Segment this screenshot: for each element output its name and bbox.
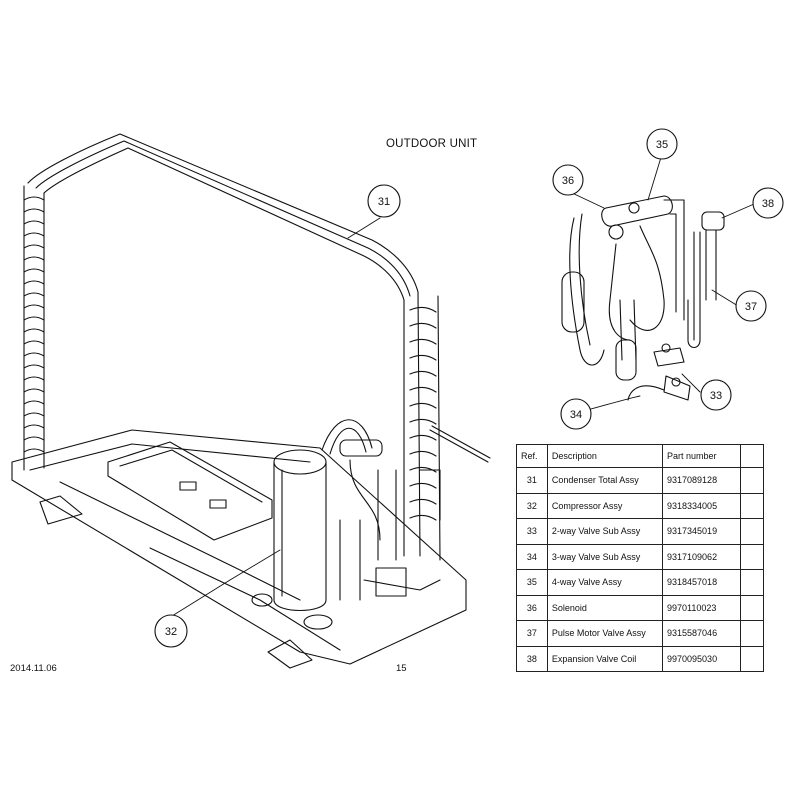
table-row: 38 Expansion Valve Coil 9970095030 (516, 645, 764, 672)
row-description: Pulse Motor Valve Assy (546, 620, 664, 647)
callout-label-31: 31 (378, 196, 390, 208)
table-row: 35 4-way Valve Assy 9318457018 (516, 569, 764, 596)
row-ref: 35 (516, 569, 548, 596)
row-part-number: 9318334005 (662, 492, 742, 519)
page-number: 15 (396, 663, 407, 674)
row-blank (740, 543, 764, 570)
piping-assembly-drawing (339, 439, 441, 601)
callout-35 (646, 128, 678, 160)
row-blank (740, 569, 764, 596)
table-row: 36 Solenoid 9970110023 (516, 594, 764, 621)
callout-label-34: 34 (570, 409, 582, 421)
callout-37-38-anchor (752, 187, 784, 219)
callout-31 (367, 184, 401, 218)
callout-34 (560, 398, 592, 430)
row-blank (740, 492, 764, 519)
callout-36 (552, 164, 584, 196)
callout-37 (735, 290, 767, 322)
row-part-number: 9317345019 (662, 518, 742, 545)
row-description: Solenoid (546, 594, 664, 621)
row-ref: 37 (516, 620, 548, 647)
footer-date: 2014.11.06 (10, 663, 57, 674)
row-blank (740, 518, 764, 545)
table-header-row: Ref. Description Part number (516, 444, 764, 468)
row-part-number: 9970110023 (662, 594, 742, 621)
base-pan-drawing (11, 429, 467, 669)
row-part-number: 9317109062 (662, 543, 742, 570)
row-part-number: 9315587046 (662, 620, 742, 647)
row-ref: 33 (516, 518, 548, 545)
leader-lines (171, 153, 755, 617)
callout-label-37: 37 (745, 301, 757, 313)
table-row: 33 2-way Valve Sub Assy 9317345019 (516, 518, 764, 545)
row-blank (740, 467, 764, 494)
header-blank (740, 444, 764, 468)
row-ref: 38 (516, 645, 548, 672)
table-row: 34 3-way Valve Sub Assy 9317109062 (516, 543, 764, 570)
condenser-coil-drawing (23, 133, 491, 561)
header-ref: Ref. (516, 444, 548, 468)
header-part-number: Part number (662, 444, 742, 468)
row-ref: 36 (516, 594, 548, 621)
row-part-number: 9970095030 (662, 645, 742, 672)
callout-label-36: 36 (562, 175, 574, 187)
header-description: Description (546, 444, 664, 468)
row-blank (740, 645, 764, 672)
pulse-motor-valve-drawing (687, 211, 725, 349)
row-ref: 31 (516, 467, 548, 494)
callout-32 (154, 614, 188, 648)
callout-label-38: 38 (762, 198, 774, 210)
table-row: 31 Condenser Total Assy 9317089128 (516, 467, 764, 494)
row-ref: 34 (516, 543, 548, 570)
row-description: Condenser Total Assy (546, 467, 664, 494)
callout-33 (700, 379, 732, 411)
callout-label-33: 33 (710, 390, 722, 402)
parts-table: Ref. Description Part number 31 Condense… (516, 444, 764, 672)
row-part-number: 9317089128 (662, 467, 742, 494)
callout-label-32: 32 (165, 626, 177, 638)
row-blank (740, 594, 764, 621)
row-description: 2-way Valve Sub Assy (546, 518, 664, 545)
row-ref: 32 (516, 492, 548, 519)
table-row: 32 Compressor Assy 9318334005 (516, 492, 764, 519)
row-description: 3-way Valve Sub Assy (546, 543, 664, 570)
service-valves-drawing (627, 343, 691, 401)
compressor-drawing (251, 419, 373, 630)
row-description: Expansion Valve Coil (546, 645, 664, 672)
row-part-number: 9318457018 (662, 569, 742, 596)
callout-label-35: 35 (656, 139, 668, 151)
table-row: 37 Pulse Motor Valve Assy 9315587046 (516, 620, 764, 647)
page-title: OUTDOOR UNIT (386, 138, 478, 150)
row-blank (740, 620, 764, 647)
row-description: 4-way Valve Assy (546, 569, 664, 596)
four-way-valve-drawing (561, 195, 685, 381)
row-description: Compressor Assy (546, 492, 664, 519)
